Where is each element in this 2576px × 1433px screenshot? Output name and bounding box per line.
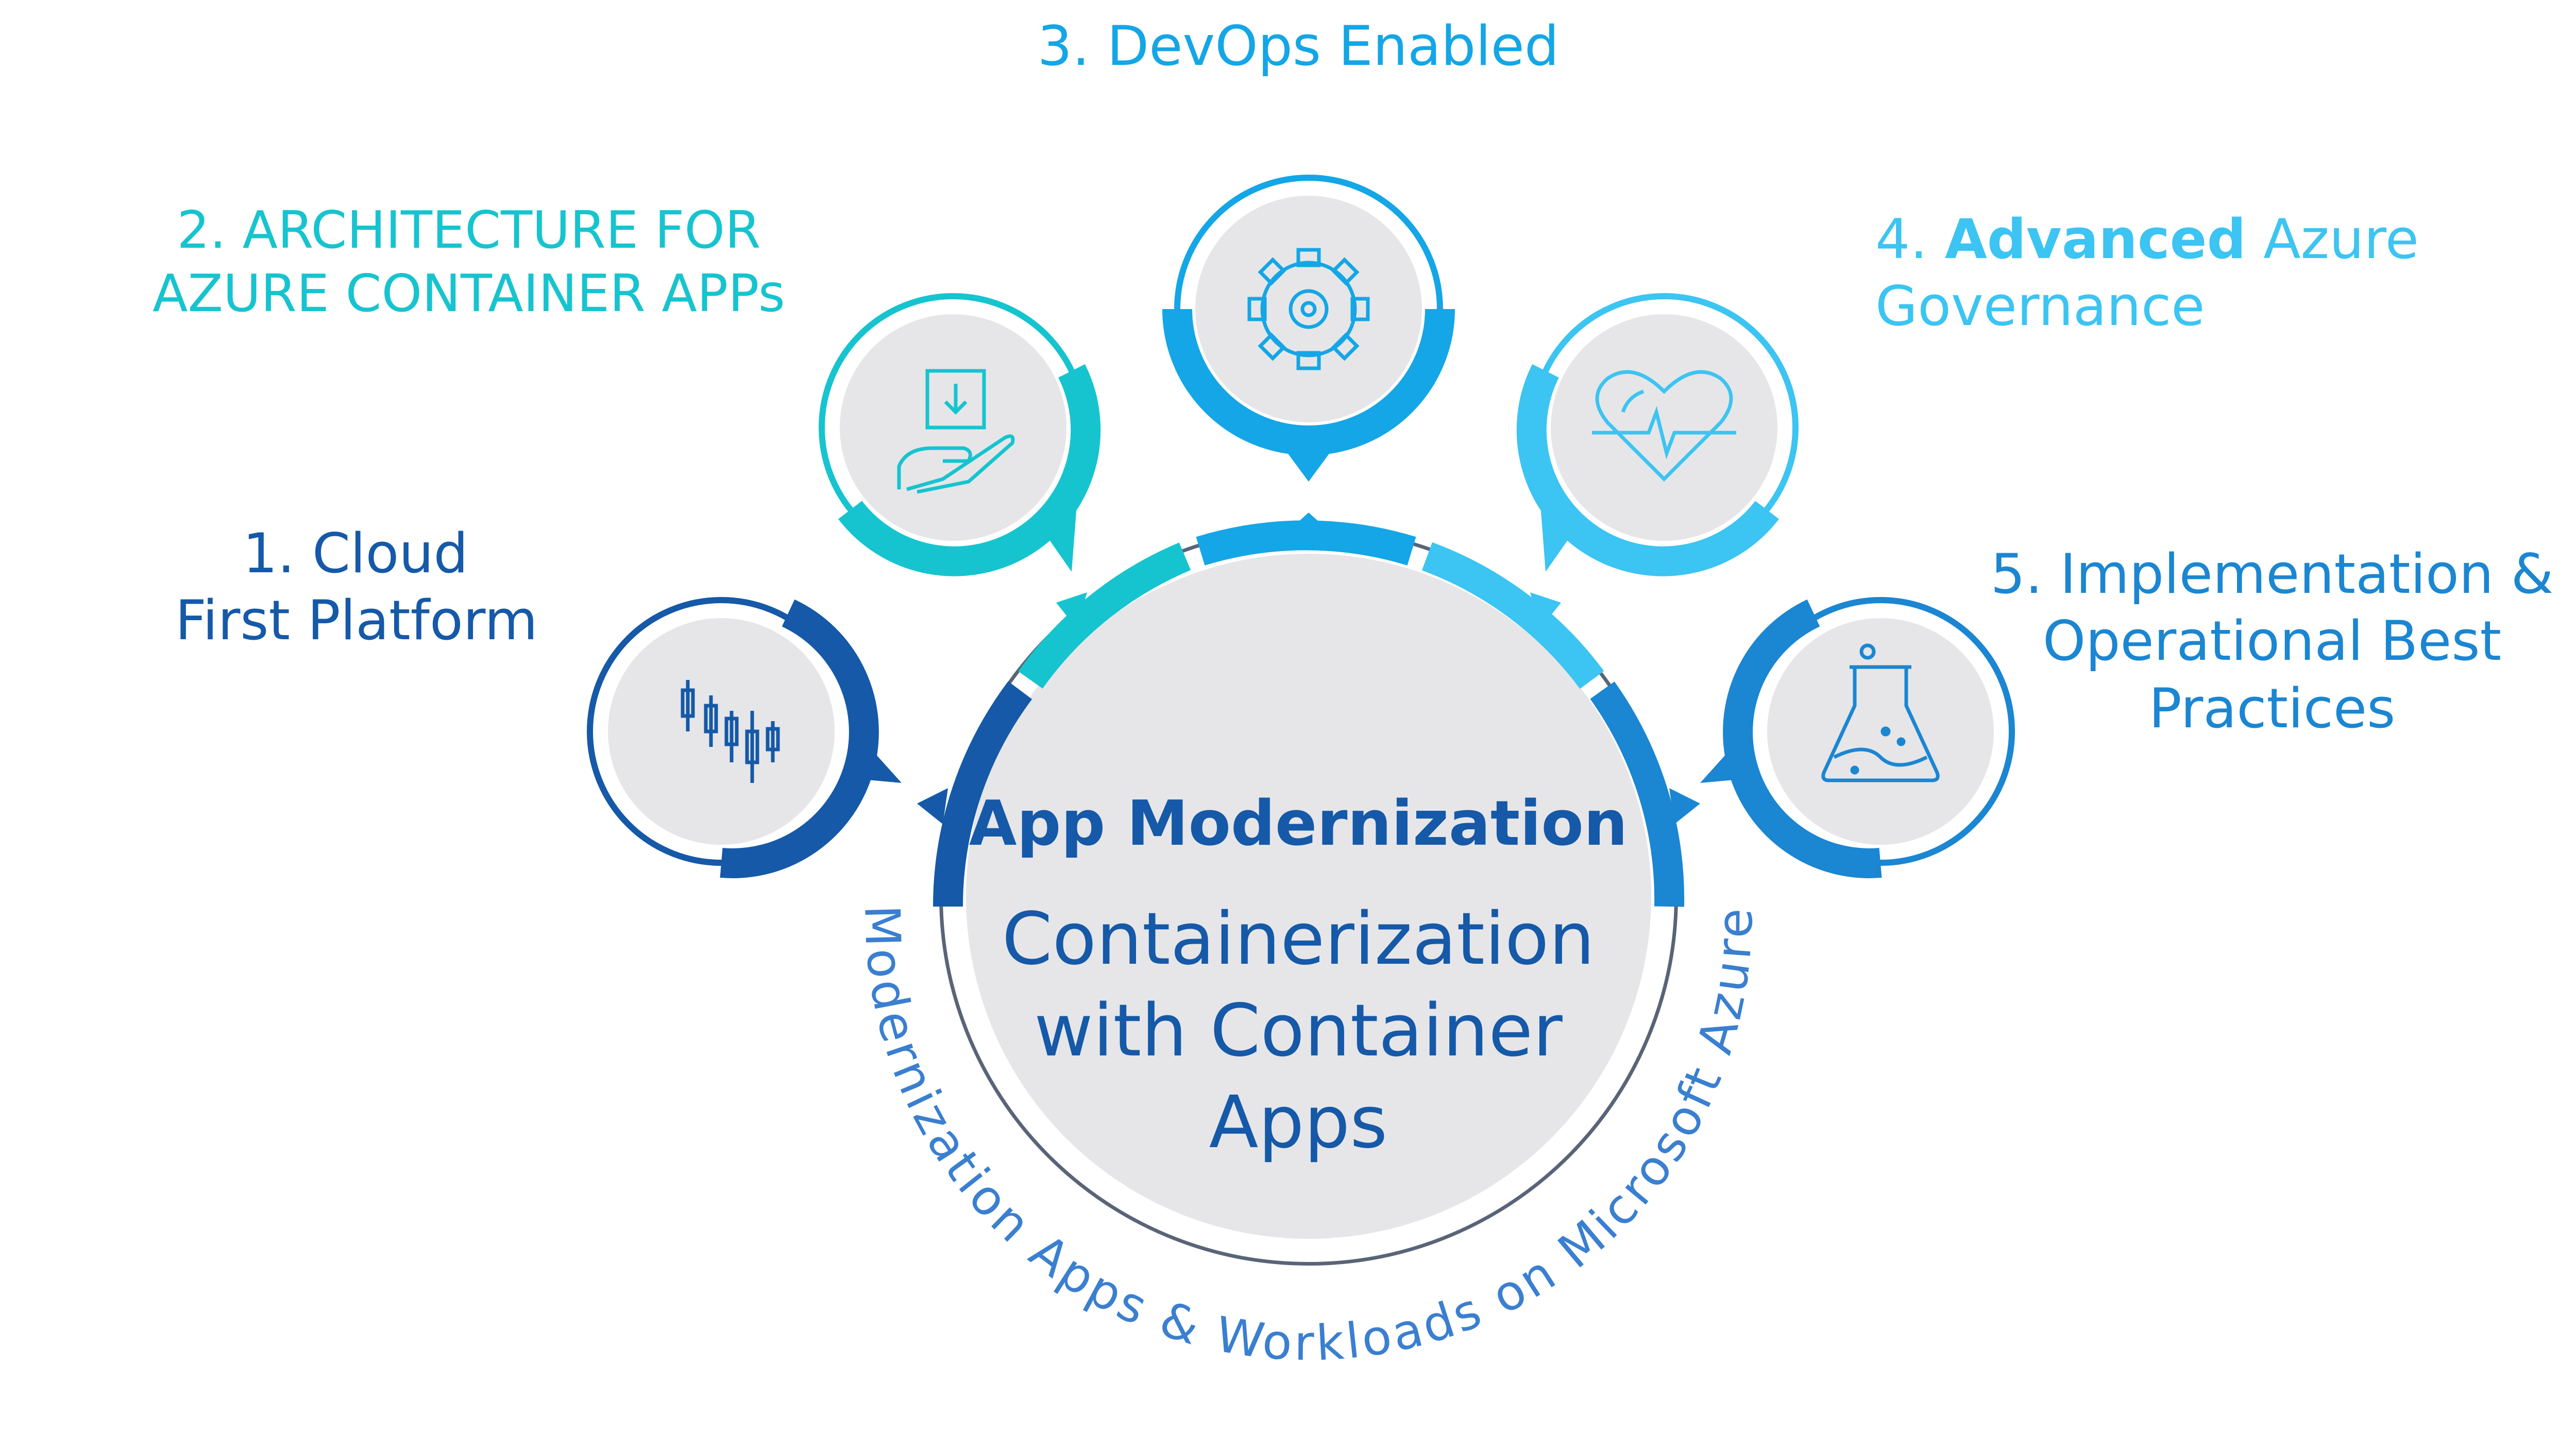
gear-icon xyxy=(1247,248,1370,370)
heartbeat-icon xyxy=(1592,370,1736,482)
node-4 xyxy=(1516,293,1799,576)
hub-segment-4 xyxy=(1421,542,1604,689)
flask-icon xyxy=(1821,643,1940,782)
node-5 xyxy=(1700,597,2015,878)
hub-segment-1 xyxy=(933,681,1032,907)
node-1 xyxy=(587,597,902,878)
hub-segment-5 xyxy=(1590,681,1685,907)
candlestick-chart-icon xyxy=(681,680,780,783)
hub-segments xyxy=(917,513,1700,907)
center-hub xyxy=(939,527,1678,1266)
hub-segment-3 xyxy=(1196,520,1416,566)
hand-box-icon xyxy=(897,369,1015,494)
hub-segment-2 xyxy=(1018,542,1191,689)
node-3 xyxy=(1162,175,1455,482)
hub-disk xyxy=(966,554,1651,1239)
node-2 xyxy=(819,293,1101,576)
